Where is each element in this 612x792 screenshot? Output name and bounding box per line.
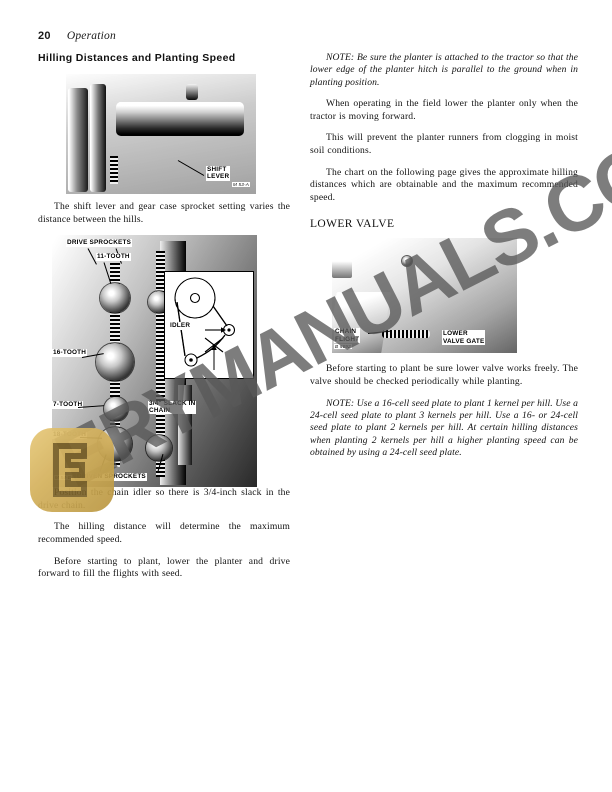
paragraph-hilling-distance: The hilling distance will determine the … <box>38 521 290 545</box>
paragraph-field-operation: When operating in the field lower the pl… <box>310 98 578 122</box>
page-number: 20 <box>38 30 51 42</box>
sprocket-18-tooth <box>98 427 132 462</box>
lower-valve-heading: LOWER VALVE <box>310 218 395 231</box>
note-seed-plate: NOTE: Use a 16-cell seed plate to plant … <box>310 397 578 459</box>
lower-valve-gate-label: LOWER VALVE GATE <box>442 330 486 346</box>
page-header: 20 Operation <box>38 30 116 42</box>
figure-1-caption: The shift lever and gear case sprocket s… <box>38 201 290 225</box>
lower-valve-photo: CHAIN FLIGHT LOWER VALVE GATE B 5692 <box>332 238 517 354</box>
paragraph-before-starting: Before starting to plant, lower the plan… <box>38 555 290 580</box>
figure-3-code: B 5692 <box>334 344 352 350</box>
drive-and-driven-sprockets-photo: IDLER DRIVE SPROCKETS 11-TOOTH 16-TOOTH … <box>52 235 257 488</box>
left-column: Hilling Distances and Planting Speed <box>38 52 290 590</box>
seven-tooth-label: 7-TOOTH <box>52 401 84 409</box>
paragraph-position-idler: Position the chain idler so there is 3/4… <box>38 487 290 511</box>
figure-2-code: M 54-B <box>54 475 73 481</box>
sprocket-11-tooth <box>100 283 130 314</box>
shift-lever-label: SHIFT LEVER <box>206 166 231 181</box>
sprocket-16-tooth <box>96 343 134 382</box>
paragraph-clogging: This will prevent the planter runners fr… <box>310 132 578 156</box>
figure-1-code: M 53-A <box>232 182 251 187</box>
idler-diagram-inset: IDLER <box>164 271 254 380</box>
paragraph-chart-reference: The chart on the following page gives th… <box>310 166 578 203</box>
idler-label: IDLER <box>169 322 192 330</box>
gear-case-shift-lever-photo: SHIFT LEVER M 53-A <box>66 74 256 194</box>
driven-sprockets-label: DRIVEN SPROCKETS <box>76 473 147 481</box>
right-column: NOTE: Be sure the planter is attached to… <box>310 52 578 469</box>
drive-sprockets-label: DRIVE SPROCKETS <box>66 239 133 247</box>
chain-slack-label: 3/4" SLACK IN CHAIN <box>148 400 197 415</box>
eleven-tooth-label: 11-TOOTH <box>96 253 131 261</box>
page-title: Hilling Distances and Planting Speed <box>38 52 236 64</box>
chain-flight-label: CHAIN FLIGHT <box>334 328 361 344</box>
paragraph-valve-check: Before starting to plant be sure lower v… <box>310 363 578 387</box>
sixteen-tooth-label: 16-TOOTH <box>52 349 88 357</box>
chain-flight <box>382 330 430 339</box>
sprocket-7-tooth <box>104 397 128 422</box>
note-planter-hitch: NOTE: Be sure the planter is attached to… <box>310 52 578 88</box>
section-name: Operation <box>66 30 116 42</box>
